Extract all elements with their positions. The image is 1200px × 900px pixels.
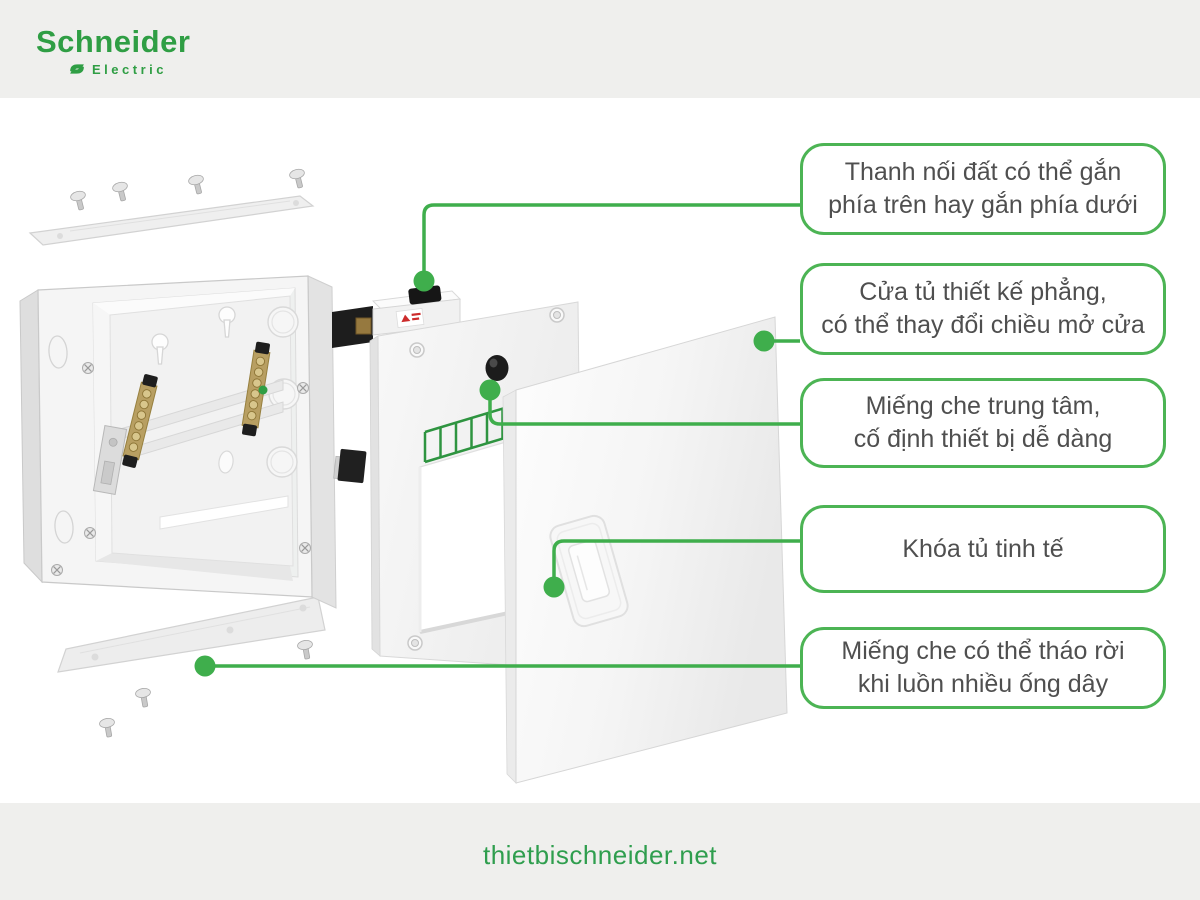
top-cover-plate <box>28 195 315 246</box>
fixing-knob <box>485 355 509 381</box>
callout-line: Miếng che có thể tháo rời <box>841 637 1125 665</box>
logo-subtitle: Electric <box>92 61 167 77</box>
callout-line: Khóa tủ tinh tế <box>902 534 1064 563</box>
callout-center-cover: Miếng che trung tâm, cố định thiết bị dễ… <box>800 378 1166 468</box>
dot-cable-cover <box>194 655 216 677</box>
callout-line: Thanh nối đất có thể gắn <box>844 158 1122 186</box>
footer: thietbischneider.net <box>0 840 1200 871</box>
bottom-cover-plate <box>57 596 326 673</box>
leader-center-cover <box>488 390 800 426</box>
callout-line: Miếng che trung tâm, <box>865 392 1101 420</box>
callout-line: có thể thay đổi chiều mở cửa <box>821 311 1145 339</box>
terminal-block-right <box>240 340 272 438</box>
dot-lock <box>543 576 565 598</box>
door-panel <box>502 316 788 784</box>
leader-ground-bar <box>422 203 800 281</box>
dot-ground-bar <box>413 270 435 292</box>
callout-door: Cửa tủ thiết kế phẳng, có thể thay đổi c… <box>800 263 1166 355</box>
callout-line: cố định thiết bị dễ dàng <box>853 425 1113 453</box>
enclosure-box <box>19 275 367 609</box>
leader-lock <box>552 539 800 587</box>
callout-dots <box>194 270 775 677</box>
warning-label <box>395 308 425 328</box>
callout-cable-cover: Miếng che có thể tháo rời khi luồn nhiều… <box>800 627 1166 709</box>
website-text: thietbischneider.net <box>482 840 718 870</box>
logo-name: Schneider <box>36 24 191 59</box>
dot-door <box>753 330 775 352</box>
callout-line: khi luồn nhiều ống dây <box>857 670 1109 698</box>
callout-lock: Khóa tủ tinh tế <box>800 505 1166 593</box>
schneider-logo: Schneider Electric <box>36 26 190 80</box>
callout-line: Cửa tủ thiết kế phẳng, <box>859 278 1107 306</box>
dot-center-cover <box>479 379 501 401</box>
door-hinge-black <box>333 448 367 484</box>
callout-line: phía trên hay gắn phía dưới <box>828 191 1138 219</box>
callout-ground-bar: Thanh nối đất có thể gắn phía trên hay g… <box>800 143 1166 235</box>
hinge-bracket <box>92 425 128 495</box>
schneider-logo-icon <box>70 64 84 74</box>
door-lock <box>549 514 629 628</box>
